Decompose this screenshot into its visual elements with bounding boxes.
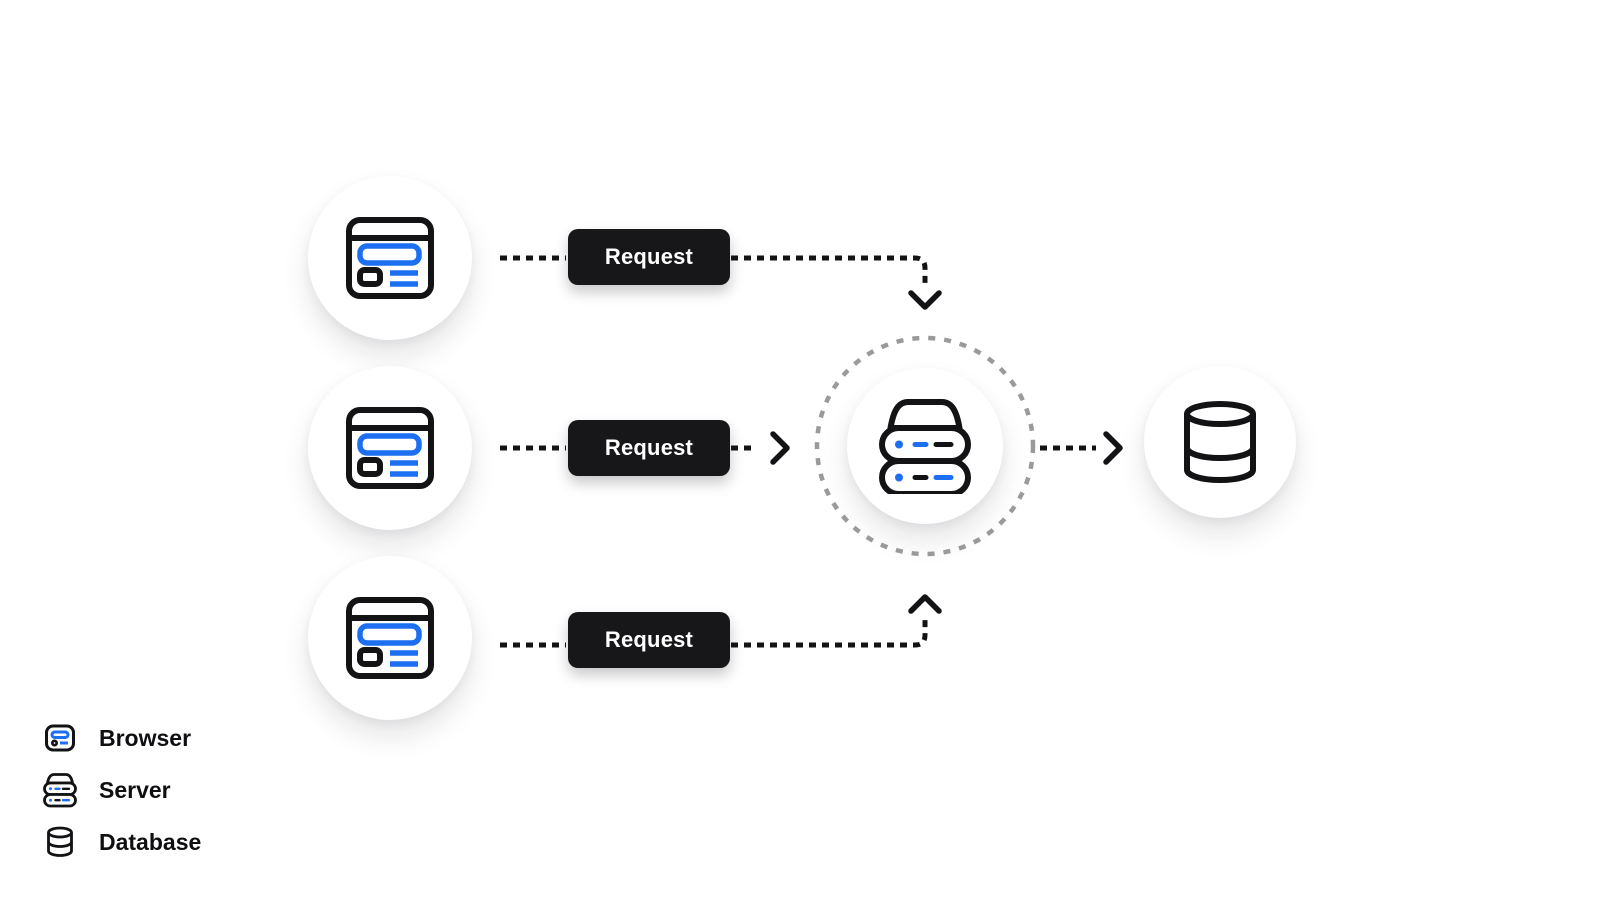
request-label: Request bbox=[604, 627, 694, 652]
arrow-request1-to-server bbox=[731, 255, 928, 286]
legend-label: Server bbox=[99, 776, 171, 803]
server-stack-icon bbox=[879, 399, 971, 494]
request-pill-2: Request bbox=[568, 420, 730, 476]
request-pill-3: Request bbox=[568, 612, 730, 668]
browser-window-icon bbox=[346, 407, 434, 489]
database-cylinder-icon bbox=[1184, 401, 1256, 483]
arrowhead-up-icon bbox=[908, 594, 942, 614]
request-label: Request bbox=[604, 435, 694, 460]
arrowhead-down-icon bbox=[908, 290, 942, 310]
legend-label: Browser bbox=[99, 724, 192, 751]
legend-label: Database bbox=[99, 828, 202, 855]
browser-node-3 bbox=[308, 556, 472, 720]
database-node bbox=[1144, 366, 1296, 518]
legend-item-database: Database bbox=[42, 824, 201, 860]
request-label: Request bbox=[604, 244, 694, 269]
arrowhead-right-icon bbox=[770, 431, 790, 465]
server-stack-icon bbox=[42, 772, 78, 808]
arrow-request3-to-server bbox=[731, 616, 928, 648]
browser-window-icon bbox=[346, 217, 434, 299]
legend-item-browser: Browser bbox=[42, 720, 191, 756]
server-node bbox=[847, 368, 1003, 524]
database-cylinder-icon bbox=[42, 826, 78, 858]
legend-item-server: Server bbox=[42, 772, 171, 808]
arrowhead-right-icon bbox=[1103, 431, 1123, 465]
request-pill-1: Request bbox=[568, 229, 730, 285]
browser-node-2 bbox=[308, 366, 472, 530]
browser-node-1 bbox=[308, 176, 472, 340]
browser-window-icon bbox=[346, 597, 434, 679]
browser-window-icon bbox=[42, 723, 78, 753]
